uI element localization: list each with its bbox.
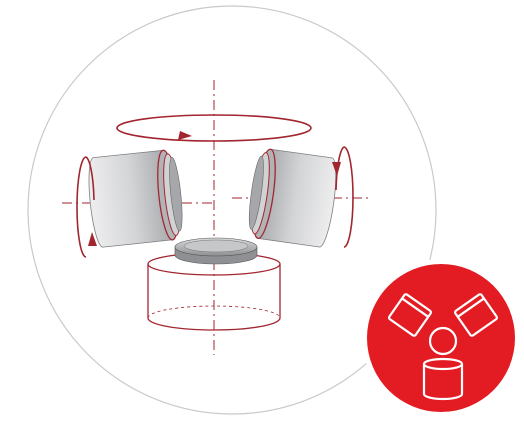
left-rotation-arrow bbox=[76, 156, 97, 258]
base-cylinder bbox=[147, 252, 281, 331]
top-rotation-arrow bbox=[116, 114, 312, 142]
center-disc bbox=[174, 237, 258, 265]
badge bbox=[362, 259, 520, 417]
badge-circle bbox=[367, 264, 515, 412]
three-cylinder-icon bbox=[387, 293, 499, 401]
right-rotation-arrow bbox=[332, 146, 354, 248]
left-cylinder bbox=[88, 149, 183, 248]
main-circle-outline bbox=[27, 5, 437, 415]
right-cylinder bbox=[248, 148, 337, 248]
